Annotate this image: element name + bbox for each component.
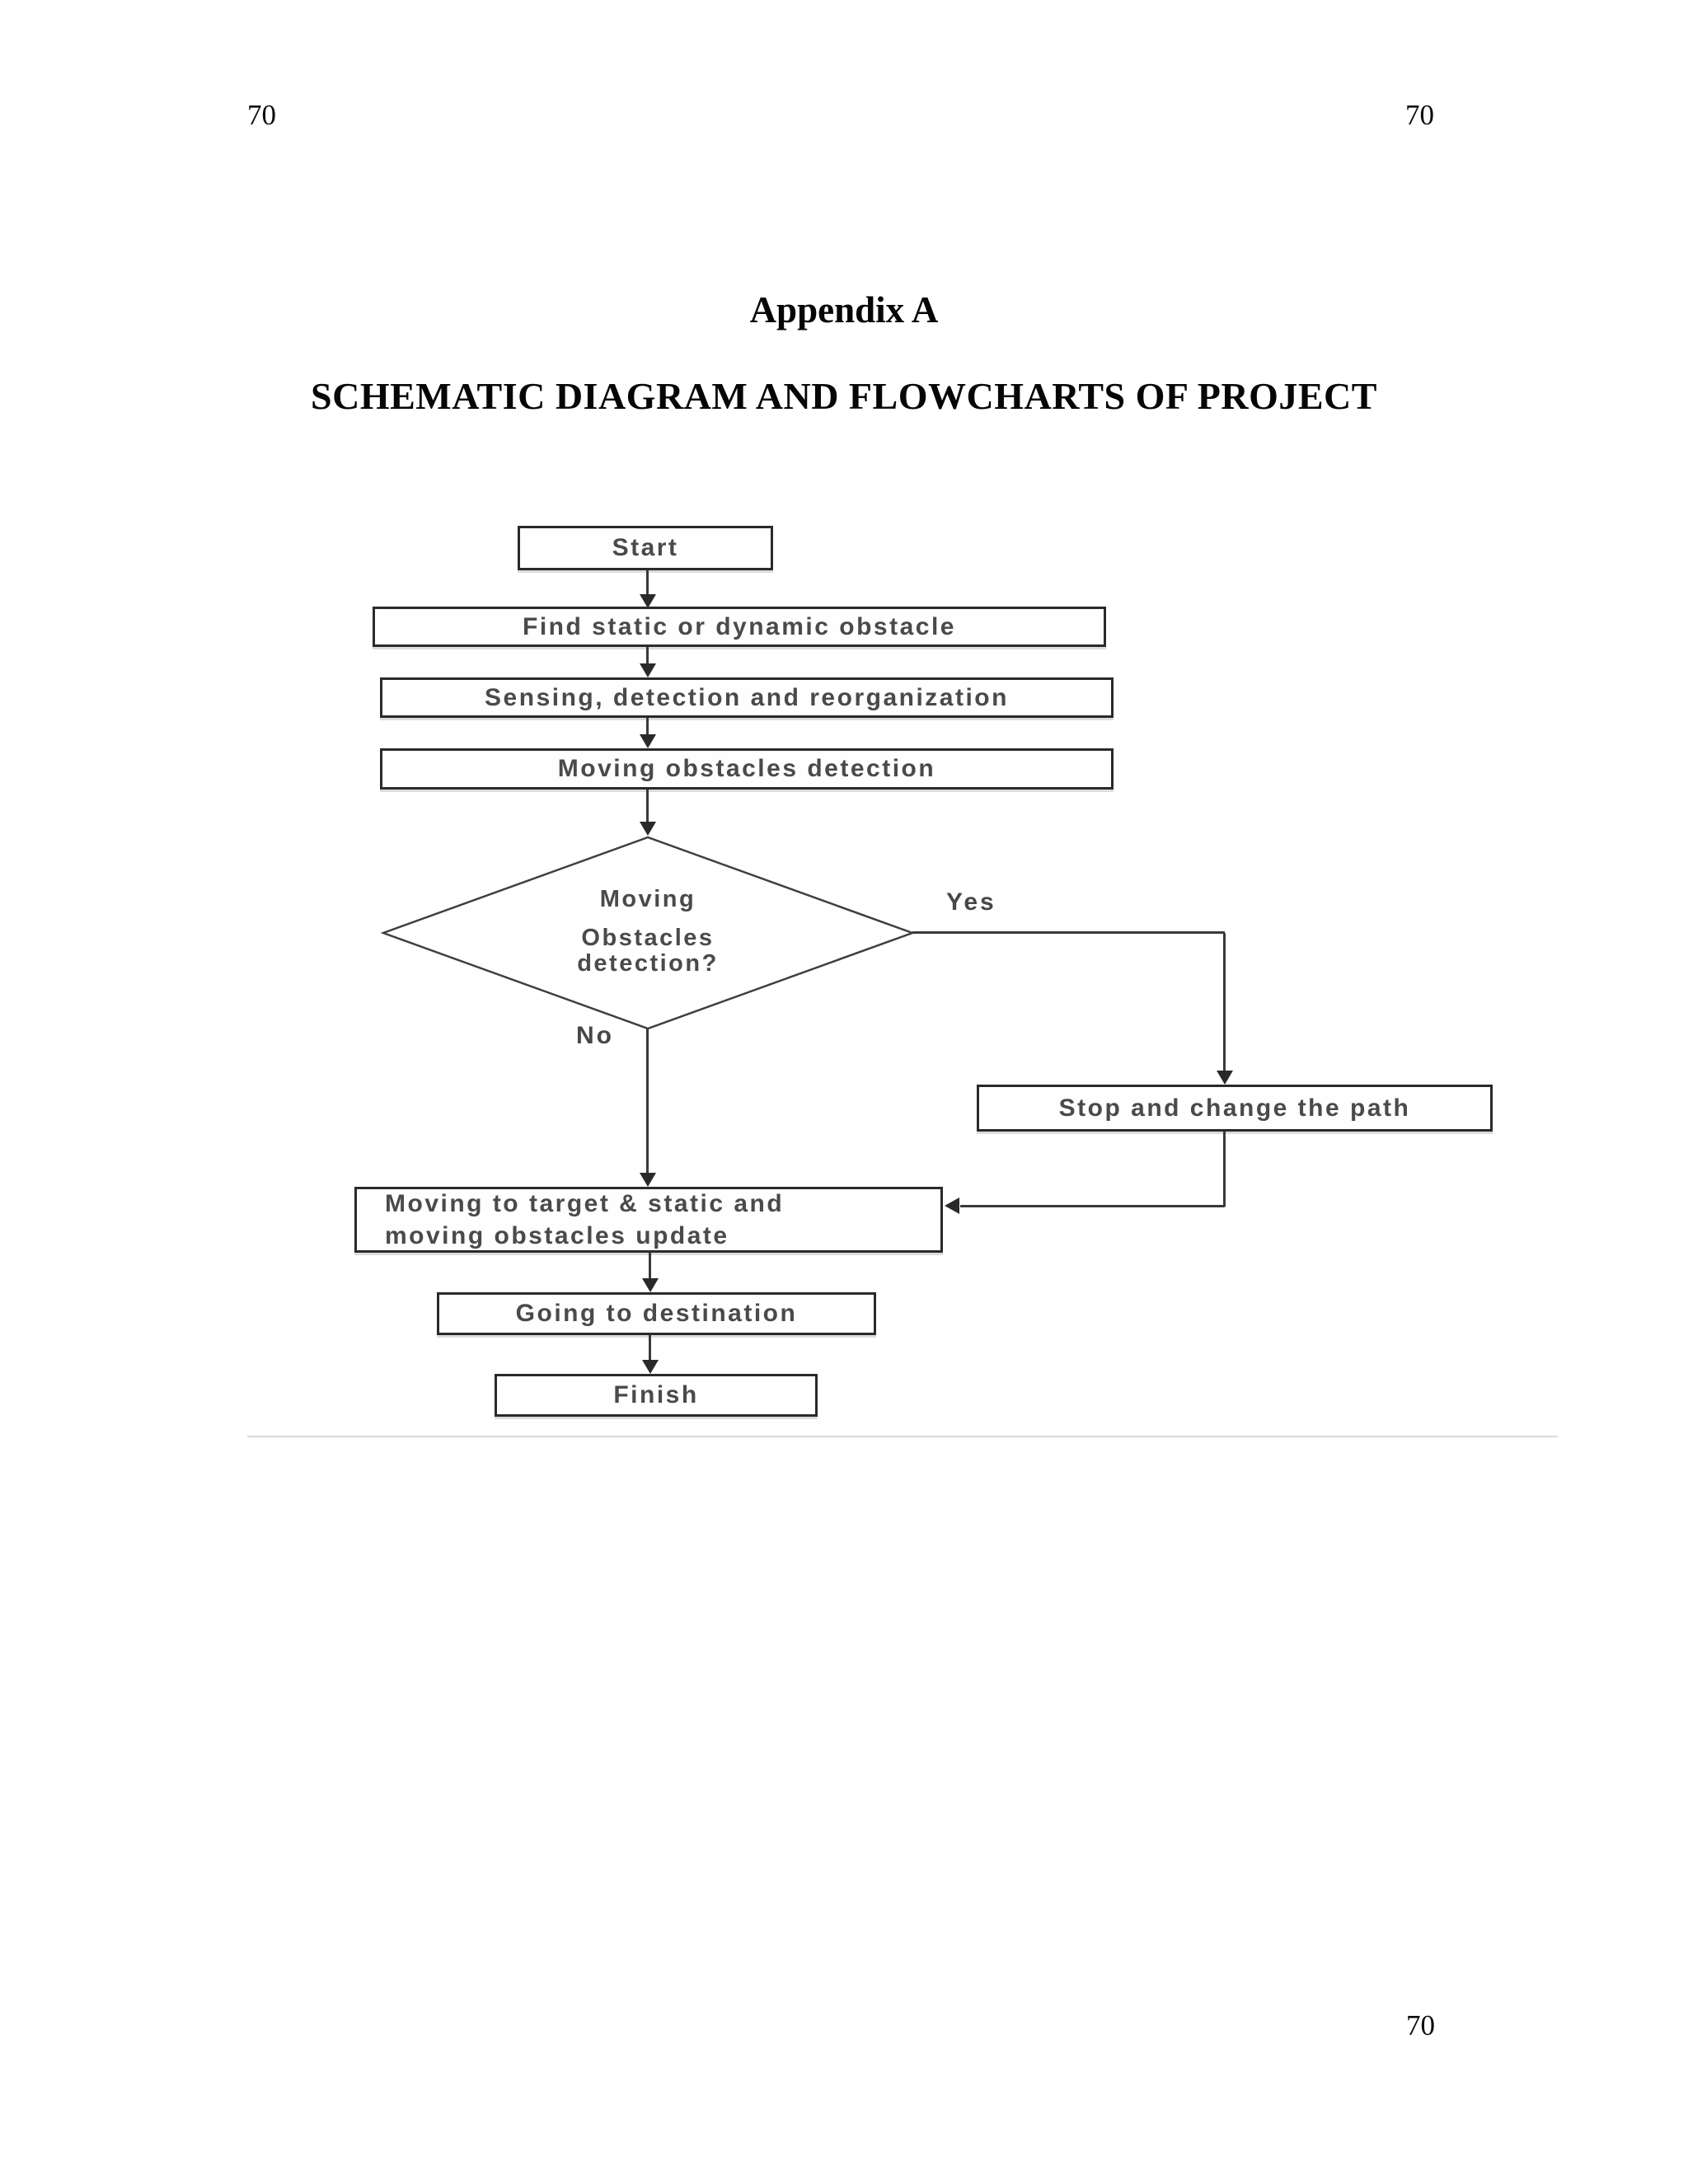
arrow-down-icon: [642, 1360, 659, 1374]
node-target-update: Moving to target & static and moving obs…: [354, 1187, 943, 1253]
node-stop-change-label: Stop and change the path: [1058, 1094, 1411, 1122]
node-sensing: Sensing, detection and reorganization: [380, 677, 1114, 718]
appendix-title: Appendix A: [749, 289, 939, 330]
node-stop-change: Stop and change the path: [977, 1085, 1493, 1132]
connector-going-finish-line: [649, 1335, 651, 1361]
connector-sensing-moving-line: [646, 718, 649, 735]
node-finish-label: Finish: [613, 1381, 699, 1408]
node-moving-detection-label: Moving obstacles detection: [557, 755, 936, 782]
decision-line1: Moving: [599, 886, 696, 912]
node-going-destination-label: Going to destination: [515, 1300, 798, 1327]
arrow-down-icon: [640, 663, 656, 677]
connector-start-find-line: [646, 570, 649, 595]
node-find-obstacle: Find static or dynamic obstacle: [373, 607, 1106, 647]
node-moving-detection: Moving obstacles detection: [380, 748, 1114, 790]
arrow-left-icon: [945, 1197, 959, 1214]
arrow-down-icon: [640, 822, 656, 836]
arrow-down-icon: [1217, 1071, 1233, 1085]
node-find-obstacle-label: Find static or dynamic obstacle: [523, 612, 956, 640]
figure-divider-line: [247, 1436, 1558, 1437]
arrow-down-icon: [642, 1278, 659, 1292]
node-finish: Finish: [495, 1374, 818, 1417]
node-start: Start: [518, 526, 773, 570]
node-start-label: Start: [612, 534, 679, 561]
arrow-down-icon: [640, 734, 656, 748]
page-number-top-left: 70: [247, 99, 276, 131]
node-decision: Moving Obstacles detection?: [381, 836, 915, 1030]
node-sensing-label: Sensing, detection and reorganization: [485, 683, 1009, 711]
edge-label-no: No: [576, 1022, 614, 1049]
connector-find-sensing-line: [646, 647, 649, 664]
node-going-destination: Going to destination: [437, 1292, 876, 1335]
arrow-down-icon: [640, 1173, 656, 1187]
decision-line3: detection?: [577, 950, 719, 977]
no-branch-vertical-line: [646, 1029, 649, 1174]
return-horizontal-line: [960, 1205, 1225, 1207]
edge-label-yes: Yes: [946, 888, 996, 916]
yes-branch-horizontal-line: [912, 931, 1225, 934]
connector-target-going-line: [649, 1253, 651, 1279]
yes-branch-vertical-line: [1223, 933, 1226, 1071]
return-vertical-line: [1223, 1132, 1226, 1207]
page-number-bottom: 70: [1406, 2009, 1435, 2041]
page-number-top-right: 70: [1405, 99, 1434, 131]
page-subtitle: SCHEMATIC DIAGRAM AND FLOWCHARTS OF PROJ…: [311, 375, 1377, 417]
node-target-update-line2: moving obstacles update: [385, 1222, 729, 1249]
arrow-down-icon: [640, 594, 656, 608]
decision-line2: Obstacles: [581, 925, 715, 951]
node-target-update-line1: Moving to target & static and: [385, 1190, 785, 1217]
connector-moving-decision-line: [646, 790, 649, 823]
